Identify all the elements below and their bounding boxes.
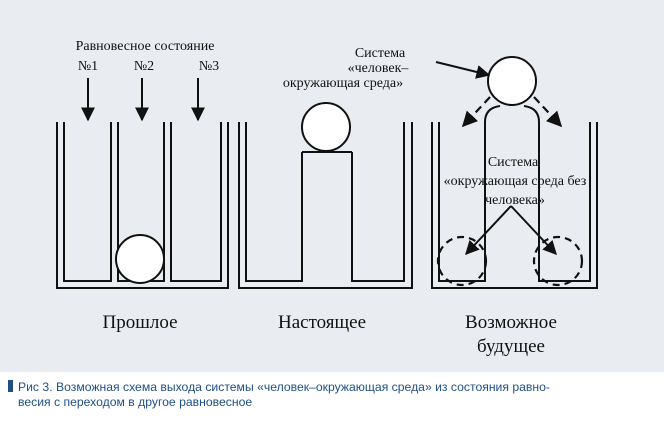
state-label-1: №1: [78, 59, 98, 74]
present-well: [238, 122, 413, 289]
figure-caption: Рис 3. Возможная схема выхода системы «ч…: [8, 380, 658, 410]
dashed-arrow-left: [461, 96, 491, 128]
future-well-left-basin: [438, 105, 501, 282]
system-env-line1: Система: [488, 155, 539, 170]
system-human-line2: «человек–: [348, 61, 410, 76]
future-well-right-basin: [523, 105, 591, 282]
pointer-human-system: [435, 61, 491, 79]
caption-line-2: весия с переходом в другое равновесное: [8, 395, 658, 410]
dashed-arrow-right: [533, 96, 563, 128]
present-well-outer: [238, 122, 413, 289]
state-label-3: №3: [199, 59, 219, 74]
present-ball: [301, 102, 351, 152]
system-human-line3: окружающая среда»: [283, 76, 403, 91]
future-ball-left-dashed: [436, 235, 488, 287]
past-ball: [115, 234, 165, 284]
future-well-outer: [431, 122, 598, 289]
past-well-1: [63, 122, 112, 282]
pointers-env-system: [465, 205, 557, 256]
caption-line-1: Рис 3. Возможная схема выхода системы «ч…: [8, 380, 658, 395]
future-ball-top: [487, 56, 537, 106]
future-transition-arrows: [461, 96, 563, 128]
state-label-2: №2: [134, 59, 154, 74]
caption-text-2: весия с переходом в другое равновесное: [18, 395, 253, 409]
present-well-left-basin: [245, 122, 303, 282]
future-label-line2: будущее: [477, 336, 545, 357]
caption-text-1: Рис 3. Возможная схема выхода системы «ч…: [18, 380, 550, 394]
system-env-line2: «окружающая среда без: [444, 174, 587, 189]
present-well-right-basin: [351, 122, 405, 282]
equilibrium-title: Равновесное состояние: [76, 39, 215, 54]
future-well: [431, 105, 598, 289]
system-human-line1: Система: [355, 46, 406, 61]
past-well-outer: [56, 122, 229, 289]
equilibrium-diagram: Равновесное состояние №1 №2 №3 Система «…: [56, 39, 598, 357]
system-env-line3: человека»: [485, 193, 545, 208]
past-label: Прошлое: [103, 312, 178, 333]
equilibrium-arrows: [81, 78, 205, 122]
present-label: Настоящее: [278, 312, 366, 333]
past-well-3: [170, 122, 222, 282]
future-label-line1: Возможное: [465, 312, 557, 333]
caption-marker: [8, 380, 13, 392]
future-ball-right-dashed: [532, 235, 584, 287]
